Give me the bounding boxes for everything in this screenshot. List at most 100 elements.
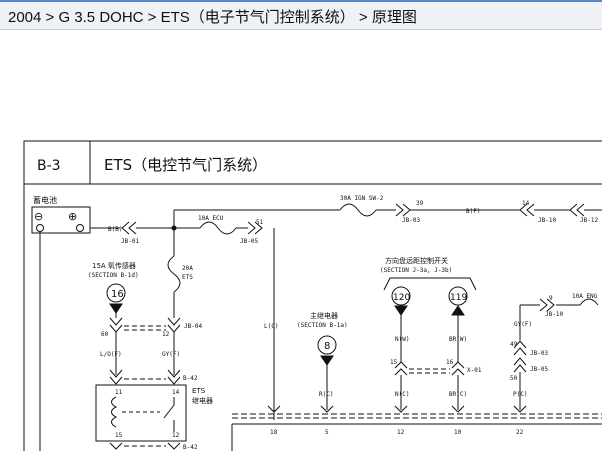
connector-b42-bottom-r [167,442,181,450]
wire-label-b-b: B(B) [108,226,122,233]
fuse-ecu-symbol [199,221,237,235]
steering-bracket [383,277,477,291]
ecu-connector-pins [267,405,527,413]
wire-label-n-w: N(W) [395,336,409,343]
ecu-pin-10: 10 [454,429,462,436]
wire-label-r-c: R(C) [319,391,333,398]
junction-jb05: JB-05 [240,238,258,245]
connector-jb05 [247,221,263,235]
steering-arrow-up-icon [451,305,465,316]
ecu-pin-5: 5 [325,429,329,436]
wire-label-br-w: BR(W) [449,336,467,343]
pin-9: 9 [549,295,553,302]
junction-jb10: JB-10 [538,217,556,224]
connector-b42-right [167,369,181,385]
pin-51: 51 [256,219,264,226]
pin-15: 15 [390,359,398,366]
battery-minus-icon: ⊖ [34,210,43,223]
connector-jb12 [569,203,585,217]
junction-jb05b: JB-05 [530,366,548,373]
fuse-ecu: 10A ECU [198,215,224,222]
fuse-ets-name: ETS [182,274,193,281]
battery-terminal-neg [36,224,44,232]
connector-jb01 [121,221,137,235]
breadcrumb[interactable]: 2004 > G 3.5 DOHC > ETS（电子节气门控制系统） > 原理图 [8,9,417,26]
o2-arrow-icon [109,303,123,314]
steering-label: 方向盘远距控制开关 [385,256,448,265]
connector-p60 [109,317,123,333]
diagram-frame [23,140,602,451]
steering-num-a: 120 [393,293,410,303]
fuse-ign: 30A IGN SW-2 [340,195,384,202]
relay-switch-icon [163,397,175,432]
main-relay-num: 8 [324,341,330,352]
steering-ref-a [391,286,411,306]
wire-label-l-c: L(C) [264,323,278,330]
ecu-pin-12: 12 [397,429,405,436]
fuse-ign-symbol [339,203,377,217]
connector-x01-left [394,361,408,376]
pin-49: 49 [510,341,518,348]
connector-jb10b [539,298,555,312]
ets-relay-label-a: ETS [192,387,206,395]
junction-jb12: JB-12 [580,217,598,224]
connector-jb05b [513,357,527,373]
pin-12b: 12 [172,432,180,439]
o2-sensor-ref [106,283,126,303]
wire-label-p-c: P(C) [513,391,527,398]
relay-coil-icon [111,396,118,428]
steering-section: (SECTION J-3a, J-3b) [380,267,452,274]
pin-15b: 15 [115,432,123,439]
breadcrumb-bar: 2004 > G 3.5 DOHC > ETS（电子节气门控制系统） > 原理图 [0,0,602,30]
fuse-eng: 10A ENG [572,293,598,300]
pin-11: 11 [115,389,123,396]
steering-arrow-down-icon [394,305,408,316]
battery-terminal-pos [76,224,84,232]
pin-14b: 14 [172,389,180,396]
pin-60: 60 [101,331,109,338]
connector-jb03b [513,340,527,356]
junction-jb10b: JB-10 [545,311,563,318]
junction-jb03b: JB-03 [530,350,548,357]
diagram-title: ETS（电控节气门系统） [104,156,267,174]
wire-label-n-c: N(C) [395,391,409,398]
wire-label-l-o-f: L/O(F) [100,351,122,358]
connector-x01-right [451,361,465,376]
o2-sensor-num: 16 [111,289,124,300]
ecu-pin-18: 18 [270,429,278,436]
ets-relay-box [95,384,187,442]
main-relay-arrow-icon [320,355,334,366]
junction-x01: X-01 [467,367,482,374]
junction-b42b: B-42 [183,444,198,451]
wire-label-gy-f2: GY(F) [514,321,532,328]
steering-ref-b [448,286,468,306]
wire-label-br-c: BR(C) [449,391,467,398]
main-relay-label: 主继电器 [310,311,338,320]
battery-label: 蓄电池 [33,195,57,205]
main-relay-section: (SECTION B-1a) [297,322,348,329]
ecu-pin-22: 22 [516,429,524,436]
steering-num-b: 119 [450,293,467,303]
pin-39: 39 [416,200,424,207]
o2-sensor-section: (SECTION B-1d) [88,272,139,279]
junction-jb04: JB-04 [184,323,202,330]
pin-12a: 12 [162,331,170,338]
pin-14: 14 [522,200,530,207]
ets-relay-label-b: 继电器 [192,396,213,405]
connector-b42-left [109,369,123,385]
pin-16: 16 [446,359,454,366]
connector-jb10 [519,203,535,217]
junction-jb01: JB-01 [121,238,139,245]
main-relay-ref [317,335,337,355]
connector-b42-bottom-l [109,442,123,450]
wire-label-b-f: B(F) [466,208,480,215]
battery-plus-icon: ⊕ [68,210,77,223]
battery [31,206,91,234]
pin-50: 50 [510,375,518,382]
diagram-code: B-3 [37,158,61,174]
connector-p12 [167,317,181,333]
connector-jb03 [395,203,411,217]
junction-b42a: B-42 [183,375,198,382]
o2-sensor-label: 15A 氧传感器 [92,261,136,270]
